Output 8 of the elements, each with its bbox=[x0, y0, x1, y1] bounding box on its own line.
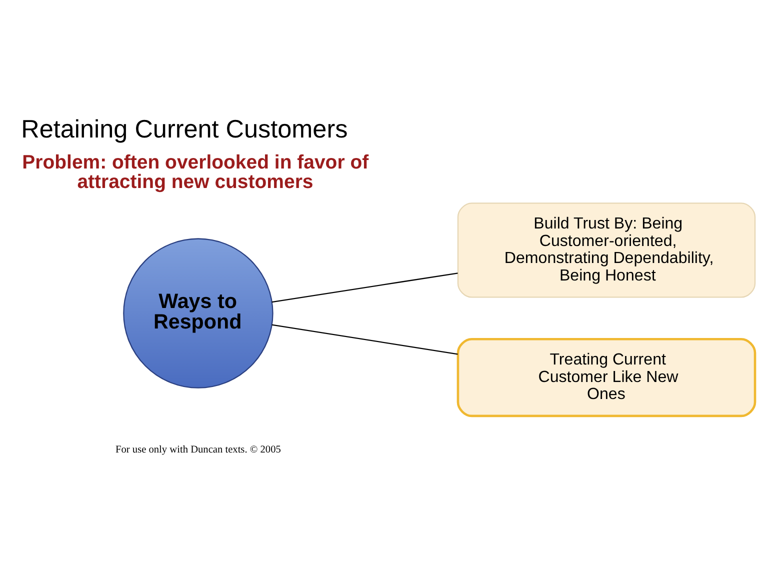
node-box: Build Trust By: Being Customer-oriented, Demonstrating Dependability, Being Honest bbox=[457, 202, 756, 298]
diagram-title: Retaining Current Customers bbox=[21, 114, 348, 143]
node-circle: Ways to Respond bbox=[123, 238, 274, 388]
connector bbox=[272, 272, 458, 302]
connector bbox=[272, 324, 458, 354]
label: For use only with Duncan texts. © 2005 bbox=[116, 444, 281, 455]
label: Problem: often overlooked in favor of attracting new customers bbox=[22, 150, 369, 192]
node-box: Treating Current Customer Like New Ones bbox=[456, 337, 756, 417]
